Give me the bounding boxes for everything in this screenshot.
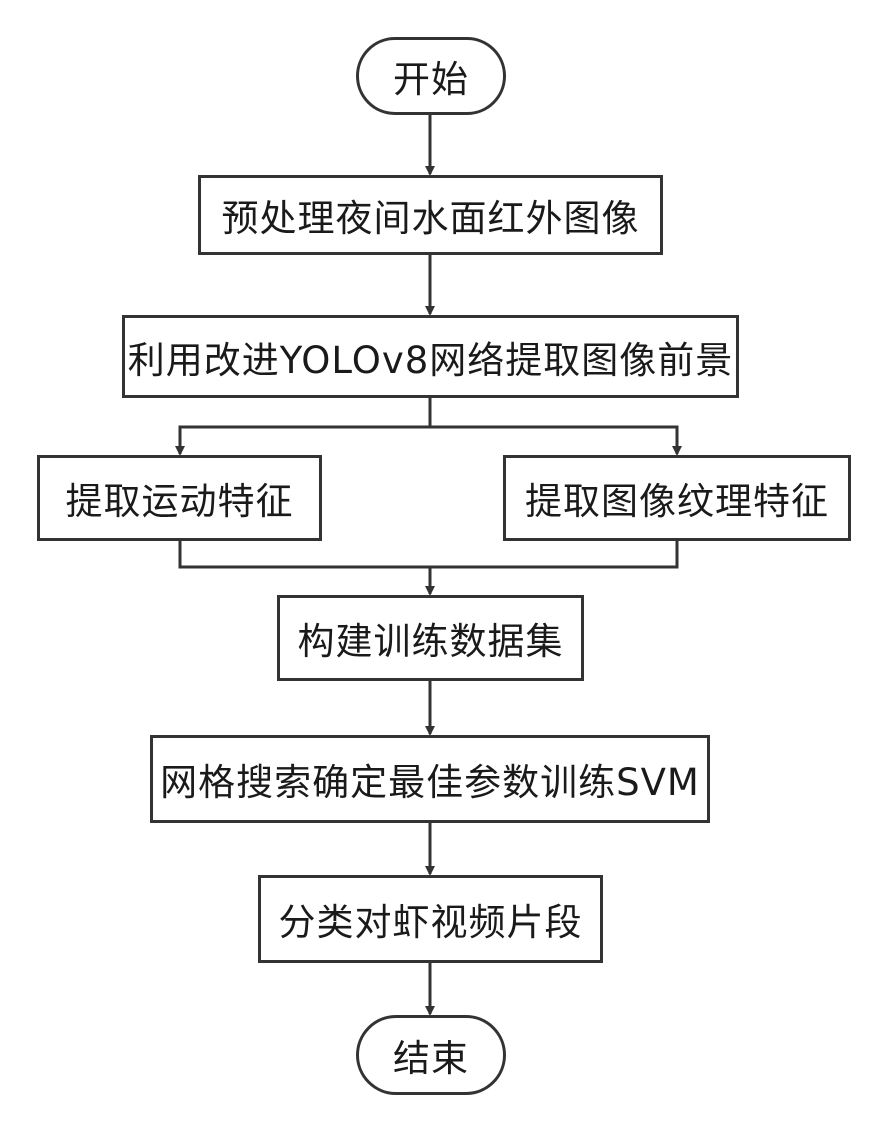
motion-feature-step: 提取运动特征 (37, 455, 322, 541)
end-node: 结束 (356, 1015, 506, 1095)
classify-step: 分类对虾视频片段 (258, 875, 603, 963)
texture-feature-step: 提取图像纹理特征 (503, 455, 851, 541)
svm-training-step: 网格搜索确定最佳参数训练SVM (150, 735, 710, 823)
preprocess-step: 预处理夜间水面红外图像 (198, 175, 663, 255)
arrow-foreground-to-motion (175, 396, 432, 456)
connector-motion-to-merge (178, 539, 679, 569)
dataset-step: 构建训练数据集 (277, 595, 584, 681)
start-node: 开始 (356, 37, 506, 115)
foreground-extraction-step: 利用改进YOLOv8网络提取图像前景 (122, 315, 739, 398)
arrow-foreground-to-texture (430, 425, 682, 456)
